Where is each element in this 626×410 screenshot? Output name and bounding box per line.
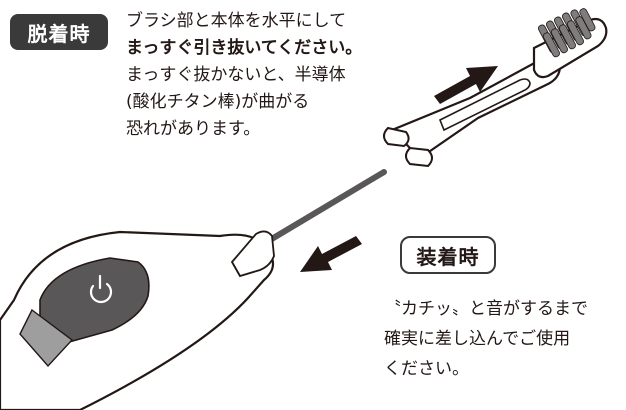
attach-badge: 装着時 xyxy=(400,236,496,274)
attach-line-2: 確実に差し込んでご使用 xyxy=(384,329,571,349)
attach-line-3: ください。 xyxy=(384,359,469,379)
titanium-rod xyxy=(267,169,387,243)
connector-clip-lower xyxy=(405,146,433,168)
bristles xyxy=(537,8,596,58)
detach-line-5: 恐れがあります。 xyxy=(126,119,261,139)
connector-clip-upper xyxy=(383,126,410,148)
brush-neck-slot xyxy=(438,78,531,132)
brush-head xyxy=(383,8,608,168)
body-cap xyxy=(230,230,275,278)
attach-instructions: 〝カチッ〟と音がするまで 確実に差し込んでご使用 ください。 xyxy=(384,294,622,384)
arrow-up-right-icon xyxy=(434,66,498,104)
body-stripe xyxy=(19,308,74,368)
attach-line-1: 〝カチッ〟と音がするまで xyxy=(384,299,588,319)
detach-line-2: まっすぐ引き抜いてください。 xyxy=(126,38,363,58)
detach-badge: 脱着時 xyxy=(10,14,108,50)
detach-line-4: (酸化チタン棒)が曲がる xyxy=(126,92,310,112)
toothbrush-body xyxy=(0,230,275,410)
power-icon xyxy=(89,274,113,304)
detach-line-1: ブラシ部と本体を水平にして xyxy=(126,11,347,31)
detach-line-3: まっすぐ抜かないと、半導体 xyxy=(126,65,346,85)
detach-instructions: ブラシ部と本体を水平にして まっすぐ引き抜いてください。 まっすぐ抜かないと、半… xyxy=(126,8,426,143)
arrow-down-left-icon xyxy=(300,236,362,272)
